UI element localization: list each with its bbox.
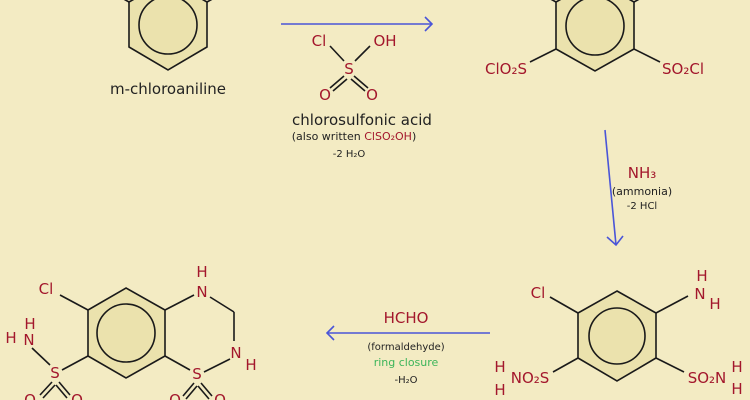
atom-h: H [24,315,35,333]
atom-h: H [731,380,742,398]
disulfonamide-structure: Cl H N H H NO₂S H SO₂N H H [494,267,742,399]
m-chloroaniline-structure: m-chloroaniline [110,0,226,98]
ring-closure-note: ring closure [374,356,439,369]
byproduct-step1: -2 H₂O [333,149,366,160]
reagent-name-ammonia: (ammonia) [612,185,672,198]
arrow-step1 [281,16,434,32]
group-no2s: NO₂S [511,369,550,387]
atom-o: O [71,391,83,400]
atom-o: O [169,391,181,400]
group-so2n: SO₂N [688,369,727,387]
group-clo2s: ClO₂S [485,60,527,78]
atom-s: S [192,365,202,383]
arrow-step2 [604,129,624,247]
reagent-name: chlorosulfonic acid [292,111,432,129]
product-structure: Cl H N N H S O O S O O N H H [5,263,256,400]
atom-n: N [230,344,241,362]
atom-h: H [196,263,207,281]
reagent-nh3: NH₃ [628,164,657,182]
chlorosulfonic-acid-structure: Cl OH S O O [312,32,397,104]
atom-s: S [344,60,354,78]
arrow-step3 [325,325,490,341]
atom-cl: Cl [312,32,327,50]
atom-o: O [366,86,378,104]
atom-h: H [709,295,720,313]
atom-oh: OH [373,32,396,50]
atom-o: O [214,391,226,400]
atom-h: H [696,267,707,285]
atom-n: N [196,283,207,301]
atom-h: H [494,381,505,399]
reagent-alt-formula: (also written ClSO₂OH) [292,130,417,143]
atom-cl: Cl [39,280,54,298]
bis-sulfonyl-chloride-structure: ClO₂S SO₂Cl [485,0,704,78]
atom-h: H [731,358,742,376]
atom-o: O [319,86,331,104]
atom-h: H [494,358,505,376]
reagent-hcho: HCHO [384,309,429,327]
byproduct-step2: -2 HCl [627,201,657,212]
atom-o: O [24,391,36,400]
byproduct-step3: -H₂O [394,375,417,386]
group-so2cl: SO₂Cl [662,60,704,78]
atom-h: H [245,356,256,374]
atom-n: N [694,285,705,303]
atom-n: N [23,331,34,349]
atom-h: H [5,329,16,347]
atom-cl: Cl [531,284,546,302]
atom-s: S [50,364,60,382]
reagent-name-formaldehyde: (formaldehyde) [367,342,444,353]
reactant-name: m-chloroaniline [110,80,226,98]
